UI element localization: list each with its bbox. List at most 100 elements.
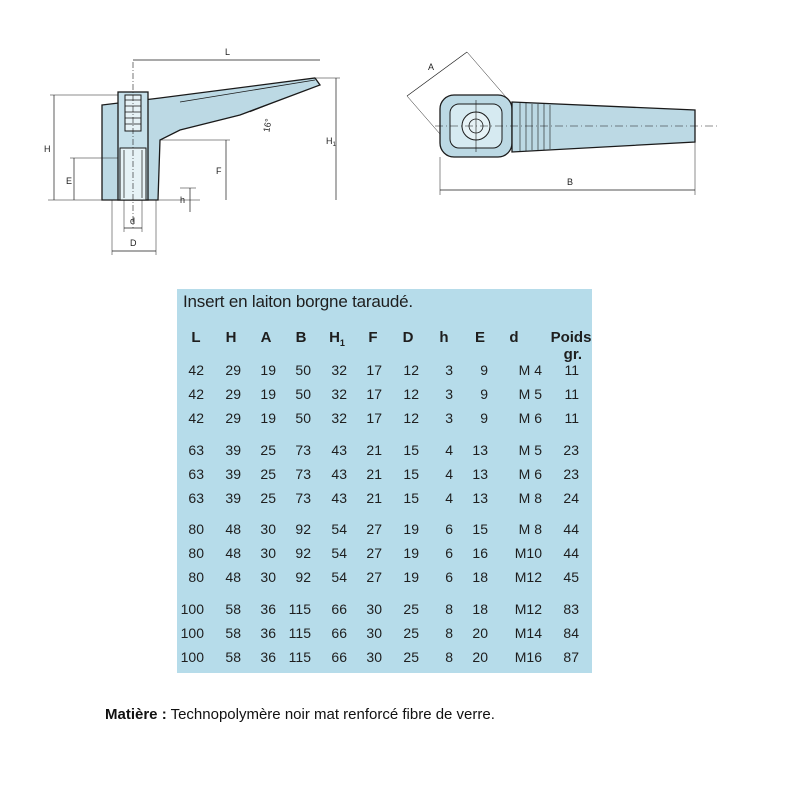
- table-cell: 45: [563, 569, 579, 585]
- table-cell: M10: [514, 545, 542, 561]
- table-cell: 39: [225, 442, 241, 458]
- table-cell: 25: [403, 601, 419, 617]
- table-cell: 92: [295, 545, 311, 561]
- table-cell: 92: [295, 521, 311, 537]
- table-cell: M16: [514, 649, 542, 665]
- table-cell: 9: [480, 362, 488, 378]
- table-cell: M 8: [518, 521, 542, 537]
- table-cell: 6: [445, 569, 453, 585]
- angle-line: [249, 99, 281, 113]
- table-cell: 8: [445, 625, 453, 641]
- table-cell: 58: [225, 601, 241, 617]
- header-cell: h: [429, 329, 459, 346]
- table-cell: 54: [331, 545, 347, 561]
- table-cell: 27: [366, 545, 382, 561]
- header-label: gr.: [563, 346, 582, 363]
- header-subscript: 1: [339, 338, 345, 348]
- table-cell: 27: [366, 569, 382, 585]
- table-cell: 25: [260, 490, 276, 506]
- dim-label-angle: 16°: [261, 117, 273, 133]
- table-cell: 58: [225, 625, 241, 641]
- table-cell: 4: [445, 466, 453, 482]
- table-cell: 6: [445, 545, 453, 561]
- table-cell: 8: [445, 649, 453, 665]
- table-cell: 36: [260, 625, 276, 641]
- table-cell: 29: [225, 362, 241, 378]
- top-view-drawing: A B: [395, 40, 735, 210]
- header-label: B: [295, 329, 307, 346]
- header-label: d: [509, 329, 519, 346]
- header-label: H: [329, 329, 340, 346]
- table-title: Insert en laiton borgne taraudé.: [183, 292, 413, 311]
- table-cell: 48: [225, 521, 241, 537]
- table-cell: 66: [331, 649, 347, 665]
- table-cell: 23: [563, 442, 579, 458]
- header-label: A: [260, 329, 272, 346]
- header-label: Poids: [550, 329, 592, 346]
- header-cell: H: [216, 329, 246, 346]
- table-cell: 13: [472, 490, 488, 506]
- dim-label-F: F: [216, 166, 222, 176]
- table-cell: 92: [295, 569, 311, 585]
- table-cell: 80: [188, 545, 204, 561]
- table-cell: 15: [403, 466, 419, 482]
- table-cell: 25: [403, 625, 419, 641]
- table-cell: 66: [331, 601, 347, 617]
- table-cell: 100: [180, 625, 204, 641]
- header-cell: E: [465, 329, 495, 346]
- table-cell: 23: [563, 466, 579, 482]
- dim-label-L: L: [225, 47, 230, 57]
- table-cell: 50: [295, 386, 311, 402]
- table-cell: 13: [472, 442, 488, 458]
- table-cell: 17: [366, 362, 382, 378]
- table-cell: 12: [403, 362, 419, 378]
- table-cell: 100: [180, 601, 204, 617]
- table-cell: 84: [563, 625, 579, 641]
- table-cell: 15: [403, 442, 419, 458]
- handle-ridge: [179, 79, 316, 103]
- table-cell: 39: [225, 466, 241, 482]
- table-cell: 44: [563, 521, 579, 537]
- table-cell: 50: [295, 410, 311, 426]
- table-cell: 11: [564, 362, 579, 378]
- table-cell: 11: [564, 386, 579, 402]
- table-cell: 44: [563, 545, 579, 561]
- table-cell: 100: [180, 649, 204, 665]
- table-cell: 12: [403, 410, 419, 426]
- side-view-svg: L H E F H1 h 16° d D: [44, 47, 340, 255]
- table-cell: M 6: [518, 410, 542, 426]
- table-cell: 19: [260, 410, 276, 426]
- table-cell: 80: [188, 521, 204, 537]
- table-cell: 20: [472, 649, 488, 665]
- table-cell: 30: [260, 569, 276, 585]
- table-cell: 19: [260, 362, 276, 378]
- table-cell: 13: [472, 466, 488, 482]
- table-cell: M 6: [518, 466, 542, 482]
- table-cell: 11: [564, 410, 579, 426]
- table-cell: 32: [331, 410, 347, 426]
- table-cell: 73: [295, 442, 311, 458]
- table-cell: 48: [225, 569, 241, 585]
- table-cell: 43: [331, 490, 347, 506]
- header-label: h: [439, 329, 449, 346]
- table-cell: 25: [260, 442, 276, 458]
- table-cell: 25: [403, 649, 419, 665]
- grip-ribs: [519, 103, 551, 151]
- table-cell: 42: [188, 362, 204, 378]
- table-cell: 42: [188, 386, 204, 402]
- table-cell: 30: [260, 545, 276, 561]
- header-cell: L: [181, 329, 211, 346]
- table-cell: M 4: [518, 362, 542, 378]
- table-cell: 9: [480, 386, 488, 402]
- table-cell: 32: [331, 386, 347, 402]
- table-cell: 29: [225, 386, 241, 402]
- header-cell: F: [358, 329, 388, 346]
- table-cell: 83: [563, 601, 579, 617]
- table-cell: 63: [188, 490, 204, 506]
- table-cell: 12: [403, 386, 419, 402]
- table-cell: 4: [445, 442, 453, 458]
- table-cell: 115: [288, 601, 311, 617]
- table-cell: 21: [366, 442, 382, 458]
- header-cell: D: [393, 329, 423, 346]
- table-cell: 58: [225, 649, 241, 665]
